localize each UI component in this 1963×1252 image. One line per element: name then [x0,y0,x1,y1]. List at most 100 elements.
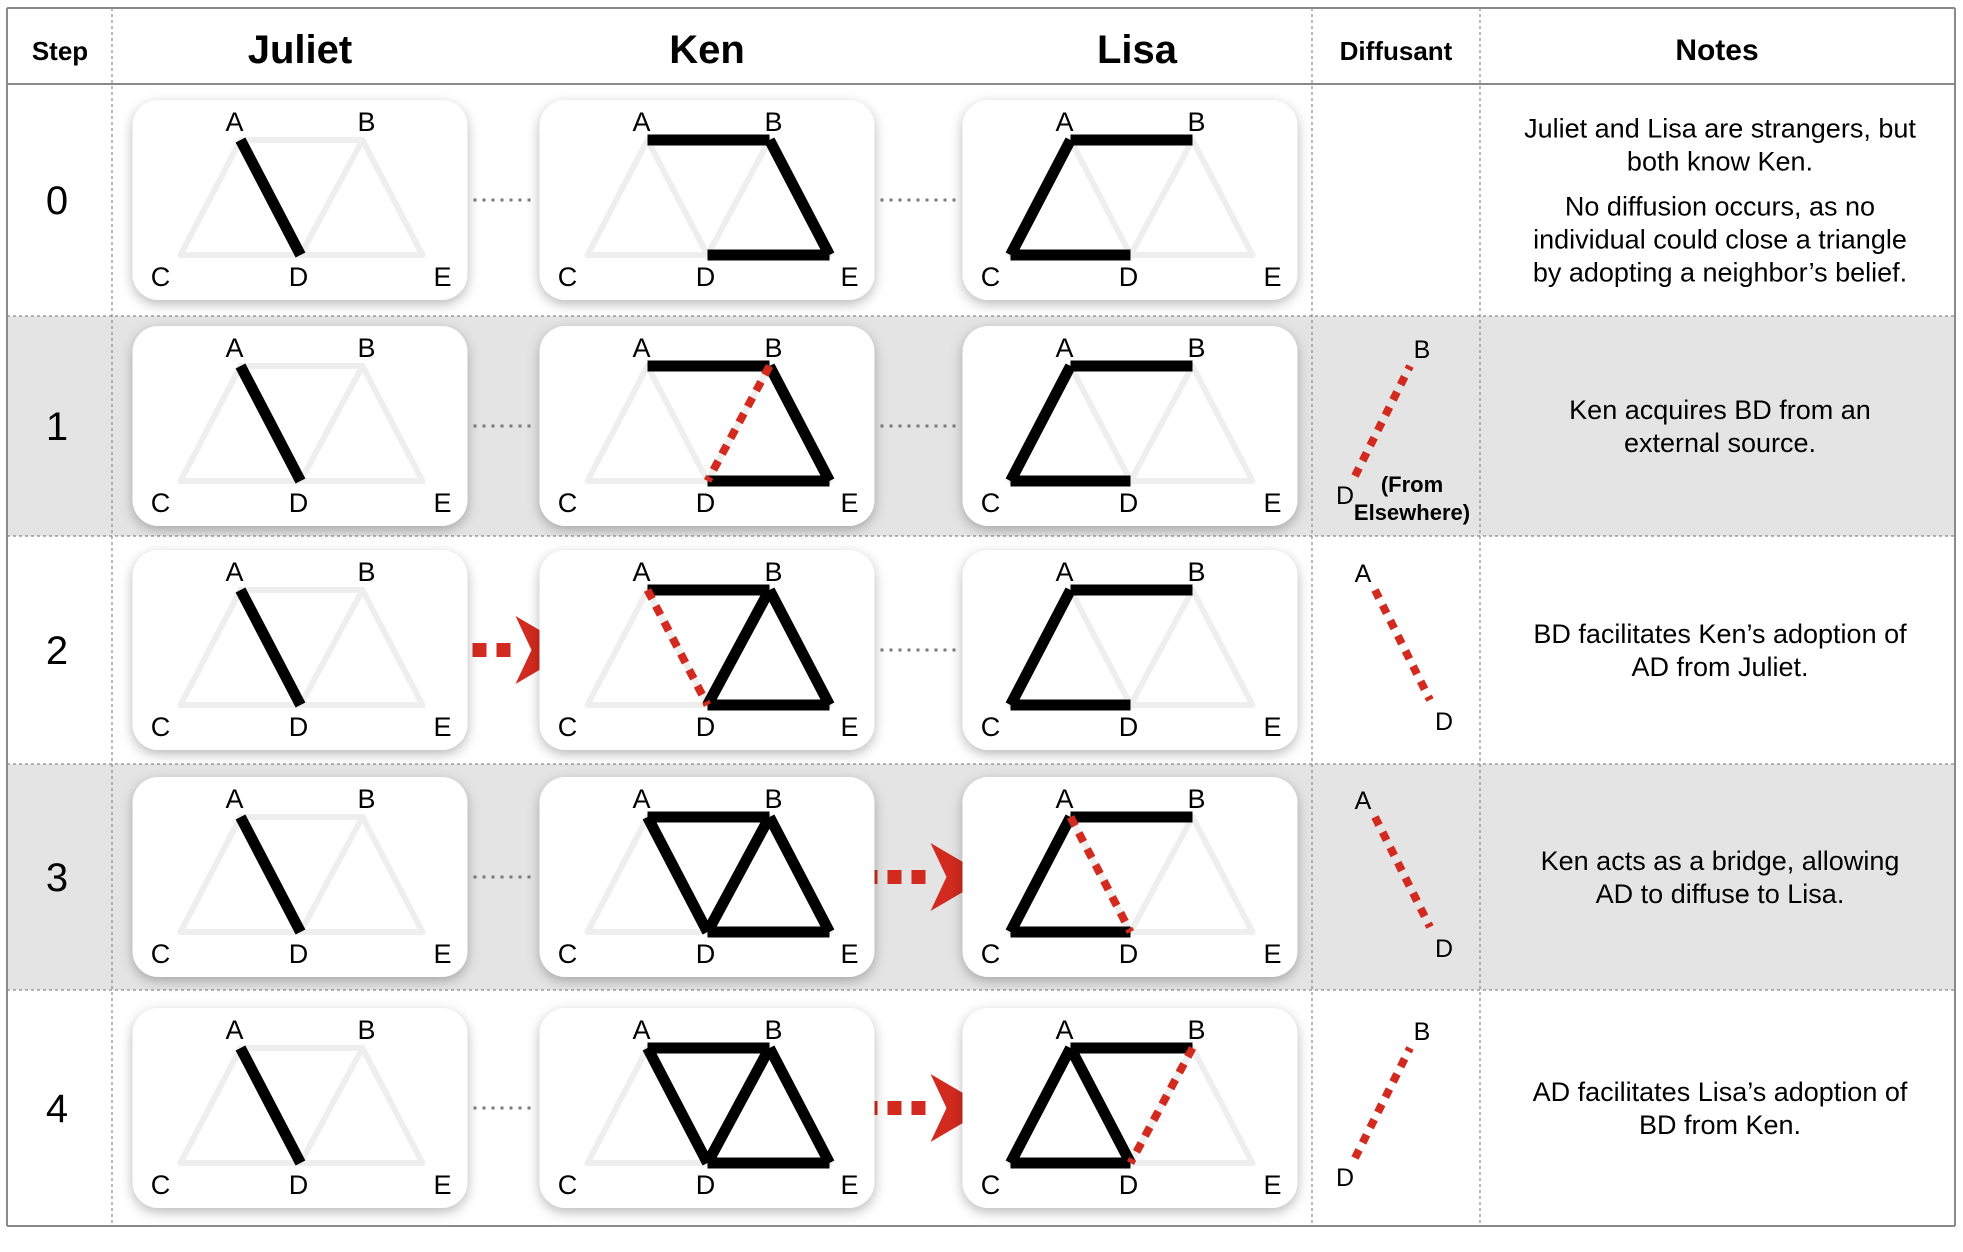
node-label-C: C [151,1170,171,1200]
node-label-D: D [289,939,309,969]
node-label-B: B [764,1015,782,1045]
node-label-D: D [289,488,309,518]
node-label-E: E [433,939,451,969]
new-belief-edge-BD [1126,1046,1197,1165]
background-edge [1067,587,1134,708]
diffusant-label-from: D [1336,1164,1354,1192]
notes-line: No diffusion occurs, as no [1565,192,1875,222]
notes-line: Juliet and Lisa are strangers, but [1524,114,1916,144]
juliet-graph-card: A B C D E [132,777,468,977]
notes-line: by adopting a neighbor’s belief. [1533,258,1907,288]
step-number: 1 [46,405,68,449]
node-label-C: C [558,712,578,742]
background-edge [1067,137,1134,258]
background-edge [1189,137,1256,258]
new-belief-edge-AD [1066,815,1135,934]
graph-card-background [132,326,468,526]
background-edge [359,814,426,935]
node-label-E: E [433,488,451,518]
notes-line: both know Ken. [1627,147,1813,177]
diffusant-note: Elsewhere) [1354,500,1470,525]
belief-edge-AD [235,814,306,935]
node-label-A: A [1055,107,1073,137]
node-label-A: A [225,784,243,814]
belief-edge-BD [702,1045,775,1166]
diffusant-label-to: D [1435,708,1453,736]
background-edge [177,814,244,935]
node-label-A: A [225,1015,243,1045]
node-label-C: C [558,488,578,518]
node-label-B: B [357,107,375,137]
notes-line: Ken acts as a bridge, allowing [1541,846,1900,876]
node-label-A: A [225,107,243,137]
background-edge [1189,1045,1256,1166]
node-label-B: B [1187,1015,1205,1045]
notes-line: Ken acquires BD from an [1569,395,1871,425]
belief-edge-AC [1005,587,1076,708]
diffusant-edge: DB [1336,1018,1430,1192]
node-label-C: C [151,939,171,969]
header-ken: Ken [669,28,745,72]
background-edge [297,814,366,935]
background-edge [297,1045,366,1166]
node-label-A: A [1055,557,1073,587]
arrow-head [930,843,989,911]
node-label-A: A [1055,1015,1073,1045]
background-edge [1189,363,1256,484]
node-label-A: A [632,1015,650,1045]
node-label-D: D [1119,488,1139,518]
node-label-B: B [764,557,782,587]
background-edge [644,137,711,258]
belief-edge-BE [764,814,835,935]
node-label-D: D [696,1170,716,1200]
graph-card-background [132,1008,468,1208]
arrow-head [930,1074,989,1142]
notes-line: individual could close a triangle [1533,225,1907,255]
belief-edge-AD [235,137,306,258]
node-label-E: E [433,1170,451,1200]
node-label-B: B [764,784,782,814]
belief-edge-AD [642,814,713,935]
background-edge [297,137,366,258]
node-label-C: C [558,1170,578,1200]
diffusant-line [1351,364,1414,478]
node-label-A: A [225,557,243,587]
diffusion-arrow [863,843,989,911]
header-step: Step [32,36,88,66]
diffusant-note: (From [1381,472,1443,497]
node-label-B: B [357,784,375,814]
diffusant-label-from: A [1355,787,1372,815]
node-label-D: D [1119,262,1139,292]
node-label-D: D [1119,1170,1139,1200]
diffusant-edge: AD [1355,560,1453,736]
notes-line: AD to diffuse to Lisa. [1596,879,1845,909]
step-number: 2 [46,629,68,673]
node-label-D: D [289,262,309,292]
background-edge [704,137,773,258]
node-label-D: D [289,712,309,742]
header-lisa: Lisa [1097,28,1178,72]
belief-edge-AD [235,1045,306,1166]
notes-line: BD facilitates Ken’s adoption of [1533,619,1907,649]
diffusant-label-from: D [1336,482,1354,510]
new-belief-edge-BD [703,364,774,483]
node-label-A: A [632,333,650,363]
node-label-B: B [357,1015,375,1045]
diffusant-label-from: A [1355,560,1372,588]
notes-line: external source. [1624,428,1816,458]
background-edge [1067,363,1134,484]
node-label-C: C [981,1170,1001,1200]
node-label-B: B [1187,333,1205,363]
node-label-C: C [558,262,578,292]
node-label-E: E [840,712,858,742]
